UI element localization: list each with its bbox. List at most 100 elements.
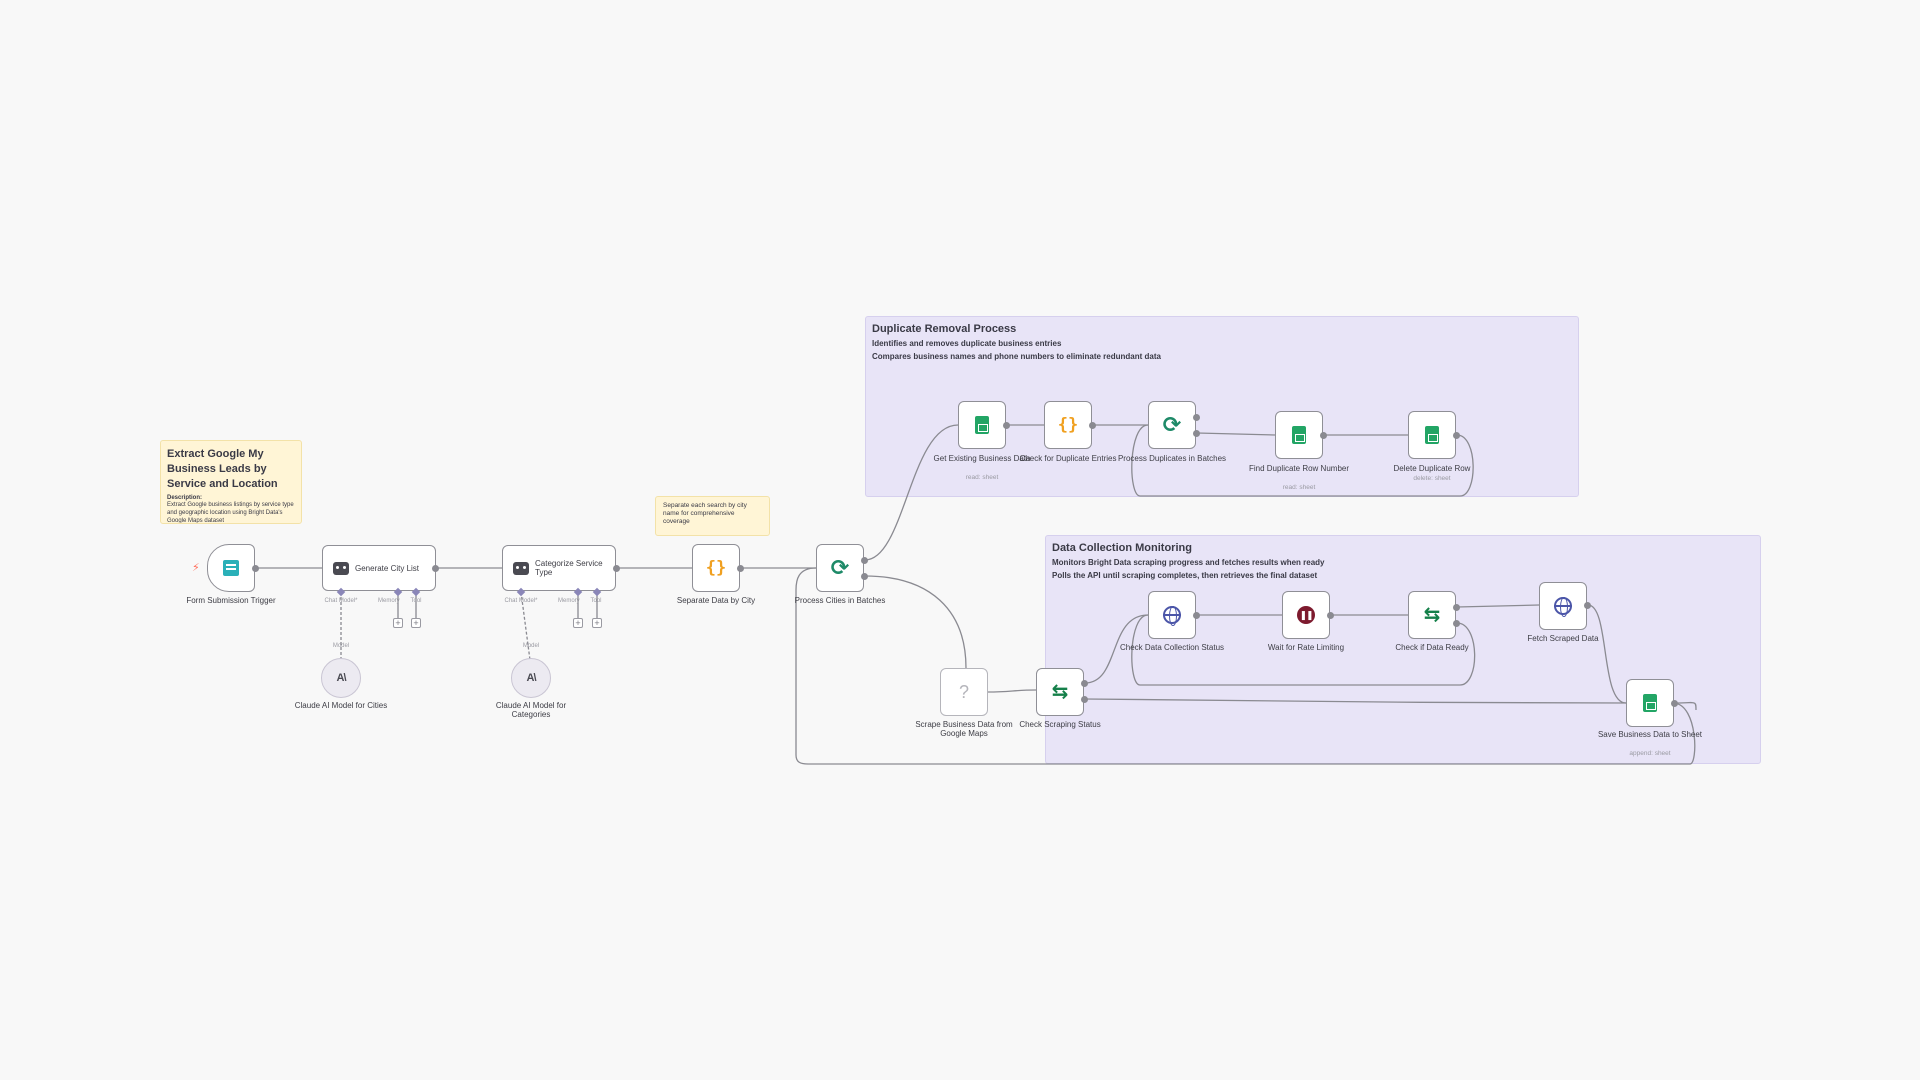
label-save: Save Business Data to Sheet xyxy=(1597,730,1703,739)
node-check-data-collection[interactable] xyxy=(1148,591,1196,639)
categorize-output-port[interactable] xyxy=(613,565,620,572)
save-output-port[interactable] xyxy=(1671,700,1678,707)
main-desc-label: Description: xyxy=(167,495,203,501)
generate-add-tool-button[interactable]: + xyxy=(411,618,421,628)
node-separate-data-by-city[interactable]: {} xyxy=(692,544,740,592)
fetch-output-port[interactable] xyxy=(1584,602,1591,609)
sticky-main-description[interactable]: Extract Google My Business Leads by Serv… xyxy=(160,440,302,524)
node-check-duplicate-entries[interactable]: {} xyxy=(1044,401,1092,449)
node-get-existing-business-data[interactable] xyxy=(958,401,1006,449)
edge-ready-to-fetch xyxy=(1456,604,1540,608)
code-icon: {} xyxy=(1057,415,1079,435)
node-save-business-data[interactable] xyxy=(1626,679,1674,727)
check-ready-false-port[interactable] xyxy=(1453,620,1460,627)
robot-icon xyxy=(513,561,529,575)
globe-icon xyxy=(1554,597,1572,617)
monitoring-line1: Monitors Bright Data scraping progress a… xyxy=(1052,558,1325,567)
categorize-add-memory-button[interactable]: + xyxy=(573,618,583,628)
generate-chat-model-label: Chat Model* xyxy=(324,598,358,604)
label-check-scraping: Check Scraping Status xyxy=(1019,720,1101,729)
label-fetch: Fetch Scraped Data xyxy=(1527,634,1599,643)
node-generate-city-list[interactable]: Generate City List xyxy=(322,545,436,591)
categorize-add-tool-button[interactable]: + xyxy=(592,618,602,628)
label-process-cities: Process Cities in Batches xyxy=(794,596,886,605)
categorize-model-link-label: Model xyxy=(522,643,540,649)
check-scraping-false-port[interactable] xyxy=(1081,696,1088,703)
node-wait-rate-limiting[interactable]: ❚❚ xyxy=(1282,591,1330,639)
process-dup-loop-port[interactable] xyxy=(1193,430,1200,437)
find-dup-output-port[interactable] xyxy=(1320,432,1327,439)
label-claude-categories: Claude AI Model for Categories xyxy=(495,701,567,719)
edge-scrape-to-check-status xyxy=(987,689,1037,693)
label-process-dup: Process Duplicates in Batches xyxy=(1117,454,1227,463)
label-scrape: Scrape Business Data from Google Maps xyxy=(915,720,1013,738)
generate-tool-label: Tool xyxy=(410,598,422,604)
trigger-output-port[interactable] xyxy=(252,565,259,572)
edge-process-to-get-existing xyxy=(864,424,959,561)
node-process-duplicates[interactable]: ⟳ xyxy=(1148,401,1196,449)
categorize-tool-label: Tool xyxy=(590,598,602,604)
label-check-dup: Check for Duplicate Entries xyxy=(1019,454,1117,463)
generate-memory-label: Memory xyxy=(378,598,400,604)
node-check-data-ready[interactable]: ⇆ xyxy=(1408,591,1456,639)
label-find-dup: Find Duplicate Row Number xyxy=(1248,464,1350,473)
process-cities-done-port[interactable] xyxy=(861,557,868,564)
node-find-duplicate-row[interactable] xyxy=(1275,411,1323,459)
edge-process-dup-to-find xyxy=(1196,432,1276,436)
get-existing-output-port[interactable] xyxy=(1003,422,1010,429)
check-ready-true-port[interactable] xyxy=(1453,604,1460,611)
node-form-trigger[interactable] xyxy=(207,544,255,592)
check-scraping-true-port[interactable] xyxy=(1081,680,1088,687)
delete-dup-output-port[interactable] xyxy=(1453,432,1460,439)
sub-delete-dup: delete: sheet xyxy=(1413,475,1451,482)
process-cities-loop-port[interactable] xyxy=(861,573,868,580)
label-form-trigger: Form Submission Trigger xyxy=(186,596,276,605)
monitoring-line2: Polls the API until scraping completes, … xyxy=(1052,571,1318,580)
label-wait: Wait for Rate Limiting xyxy=(1267,643,1345,652)
generate-output-port[interactable] xyxy=(432,565,439,572)
node-fetch-scraped-data[interactable] xyxy=(1539,582,1587,630)
label-generate-city: Generate City List xyxy=(355,563,420,573)
sheets-icon xyxy=(975,416,989,434)
node-delete-duplicate-row[interactable] xyxy=(1408,411,1456,459)
duplicate-line1: Identifies and removes duplicate busines… xyxy=(872,339,1062,348)
generate-add-memory-button[interactable]: + xyxy=(393,618,403,628)
sheets-icon xyxy=(1425,426,1439,444)
robot-icon xyxy=(333,561,349,575)
node-claude-categories[interactable]: A\ xyxy=(511,658,551,698)
label-delete-dup: Delete Duplicate Row xyxy=(1393,464,1471,473)
sub-get-existing: read: sheet xyxy=(965,474,999,481)
separate-output-port[interactable] xyxy=(737,565,744,572)
loop-icon: ⟳ xyxy=(1162,412,1182,437)
categorize-chat-model-label: Chat Model* xyxy=(504,598,538,604)
generate-model-link-label: Model xyxy=(332,643,350,649)
label-check-collection: Check Data Collection Status xyxy=(1119,643,1225,652)
node-scrape-business-data[interactable]: ? xyxy=(940,668,988,716)
check-dup-output-port[interactable] xyxy=(1089,422,1096,429)
process-dup-done-port[interactable] xyxy=(1193,414,1200,421)
wait-output-port[interactable] xyxy=(1327,612,1334,619)
node-categorize-service-type[interactable]: Categorize Service Type xyxy=(502,545,616,591)
edge-check-status-to-save xyxy=(1084,698,1627,704)
duplicate-title: Duplicate Removal Process xyxy=(872,323,1017,335)
check-collection-output-port[interactable] xyxy=(1193,612,1200,619)
sheets-icon xyxy=(1643,694,1657,712)
edge-process-to-scrape xyxy=(864,575,967,669)
separate-note-text: Separate each search by city name for co… xyxy=(663,502,747,525)
if-icon: ⇆ xyxy=(1423,604,1441,626)
node-process-cities[interactable]: ⟳ xyxy=(816,544,864,592)
sticky-separate-note[interactable]: Separate each search by city name for co… xyxy=(655,496,770,536)
categorize-memory-label: Memory xyxy=(558,598,580,604)
main-title: Extract Google My Business Leads by Serv… xyxy=(167,448,278,490)
anthropic-icon: A\ xyxy=(336,672,347,684)
node-check-scraping-status[interactable]: ⇆ xyxy=(1036,668,1084,716)
sheets-icon xyxy=(1292,426,1306,444)
code-icon: {} xyxy=(705,558,727,578)
if-icon: ⇆ xyxy=(1051,681,1069,703)
edge-fetch-to-save xyxy=(1587,604,1627,704)
loop-icon: ⟳ xyxy=(830,555,850,580)
node-claude-cities[interactable]: A\ xyxy=(321,658,361,698)
question-icon: ? xyxy=(958,681,969,702)
sub-save: append: sheet xyxy=(1629,750,1671,757)
